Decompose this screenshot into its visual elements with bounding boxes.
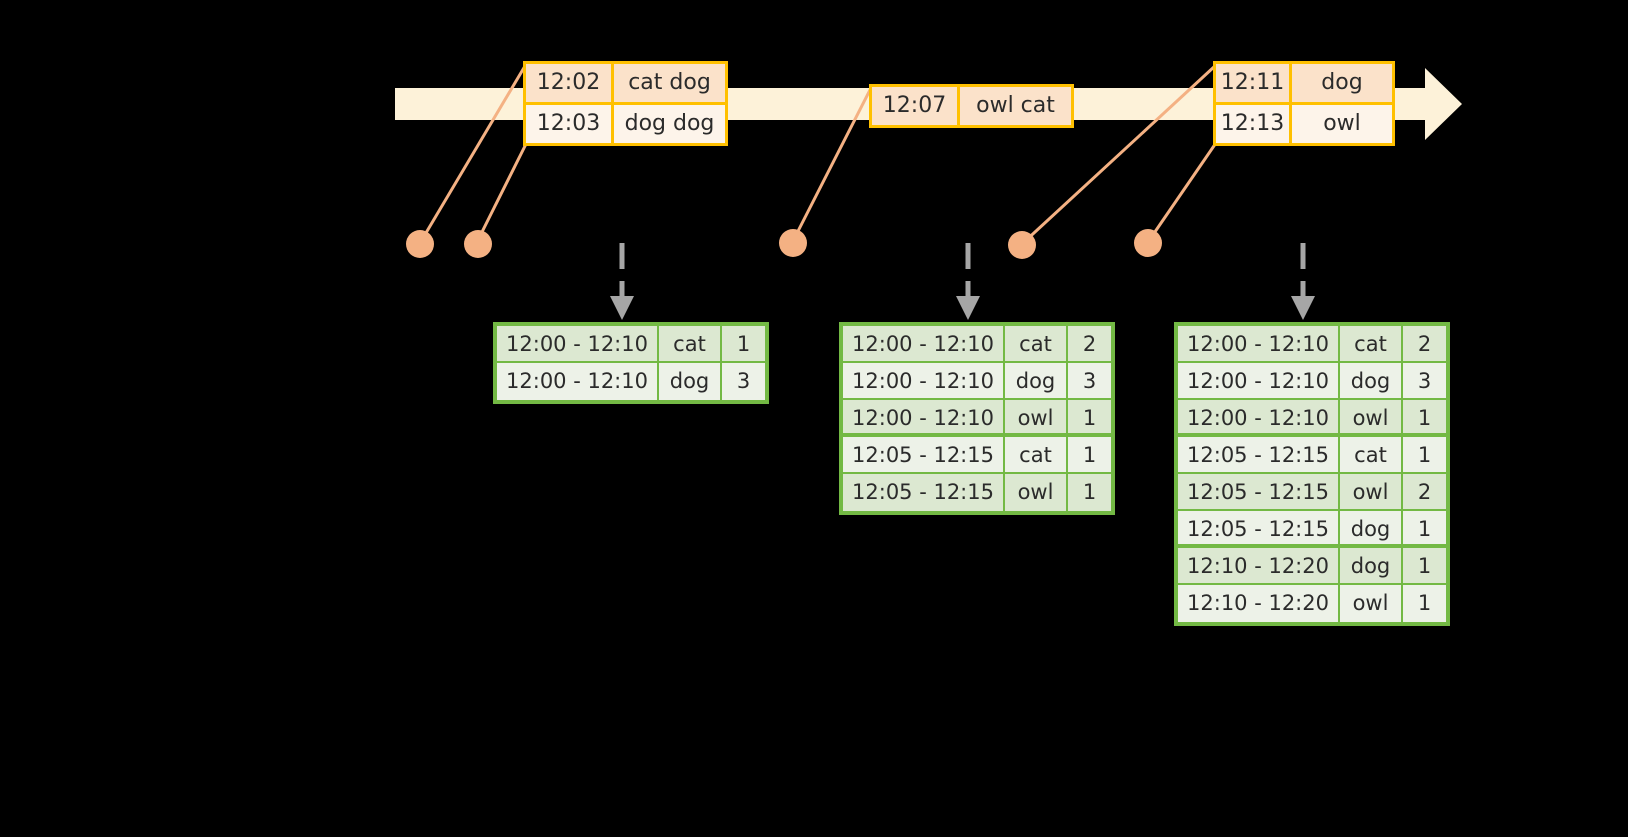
trigger-dots [406,229,1162,259]
cell-window: 12:05 - 12:15 [1178,437,1340,474]
event-words: cat dog [628,70,711,95]
cell-window: 12:00 - 12:10 [843,363,1005,400]
cell-count: 1 [1068,437,1111,474]
dashed-arrow-3 [1291,243,1315,320]
cell-window: 12:10 - 12:20 [1178,548,1340,585]
cell-word: dog [1340,363,1403,400]
cell-word: owl [1005,474,1068,511]
dashed-arrow-1 [610,243,634,320]
event-row[interactable]: 12:13 owl [1216,102,1392,143]
cell-word: cat [1340,437,1403,474]
cell-word: owl [1340,585,1403,622]
dashed-arrows [610,243,1315,320]
connector-line-1 [418,65,527,244]
event-time: 12:07 [872,87,960,125]
cell-window: 12:05 - 12:15 [843,437,1005,474]
event-time: 12:02 [526,64,614,102]
cell-window: 12:00 - 12:10 [497,326,659,363]
cell-word: cat [1005,326,1068,363]
cell-window: 12:00 - 12:10 [843,326,1005,363]
cell-count: 1 [1082,480,1097,504]
event-time: 12:03 [526,105,614,143]
cell-window: 12:00 - 12:10 [497,363,659,400]
cell-count: 1 [722,326,765,363]
cell-count: 3 [736,369,751,393]
event-group-2[interactable]: 12:07 owl cat [869,84,1074,128]
cell-count: 2 [1403,474,1446,511]
cell-count: 1 [1403,511,1446,548]
event-words: owl cat [976,93,1055,118]
cell-window: 12:05 - 12:15 [843,474,1005,511]
cell-window: 12:05 - 12:15 [1178,511,1340,548]
cell-word: owl [1340,400,1403,437]
event-row[interactable]: 12:02 cat dog [526,64,725,102]
trigger-dot-3 [779,229,807,257]
cell-word: owl [1005,400,1068,437]
cell-window: 12:00 - 12:10 [843,400,1005,437]
event-time: 12:11 [1216,64,1292,102]
event-words: owl [1323,111,1361,136]
connector-line-5 [1146,139,1220,243]
connector-line-3 [791,85,874,242]
event-row[interactable]: 12:11 dog [1216,64,1392,102]
cell-word: dog [1340,548,1403,585]
cell-word: dog [659,363,722,400]
cell-count: 1 [1068,400,1111,437]
dashed-arrow-2 [956,243,980,320]
cell-window: 12:05 - 12:15 [1178,474,1340,511]
cell-count: 1 [1403,400,1446,437]
cell-window: 12:10 - 12:20 [1178,585,1340,622]
cell-word: dog [1340,511,1403,548]
cell-window: 12:00 - 12:10 [1178,363,1340,400]
cell-word: cat [659,326,722,363]
cell-word: cat [1340,326,1403,363]
cell-count: 1 [1417,591,1432,615]
event-row[interactable]: 12:03 dog dog [526,102,725,143]
cell-window: 12:00 - 12:10 [1178,326,1340,363]
cell-window: 12:00 - 12:10 [1178,400,1340,437]
cell-count: 1 [1403,437,1446,474]
trigger-dot-4 [1008,231,1036,259]
event-row[interactable]: 12:07 owl cat [872,87,1071,125]
connector-line-2 [476,139,530,241]
event-words: dog [1321,70,1363,95]
event-group-1[interactable]: 12:02 cat dog 12:03 dog dog [523,61,728,146]
cell-word: cat [1005,437,1068,474]
cell-count: 2 [1068,326,1111,363]
cell-count: 3 [1403,363,1446,400]
cell-count: 1 [1403,548,1446,585]
event-words: dog dog [624,111,715,136]
event-time: 12:13 [1216,105,1292,143]
cell-count: 3 [1068,363,1111,400]
trigger-dot-2 [464,230,492,258]
event-group-3[interactable]: 12:11 dog 12:13 owl [1213,61,1395,146]
cell-word: owl [1340,474,1403,511]
trigger-dot-5 [1134,229,1162,257]
cell-count: 2 [1403,326,1446,363]
cell-word: dog [1005,363,1068,400]
trigger-dot-1 [406,230,434,258]
